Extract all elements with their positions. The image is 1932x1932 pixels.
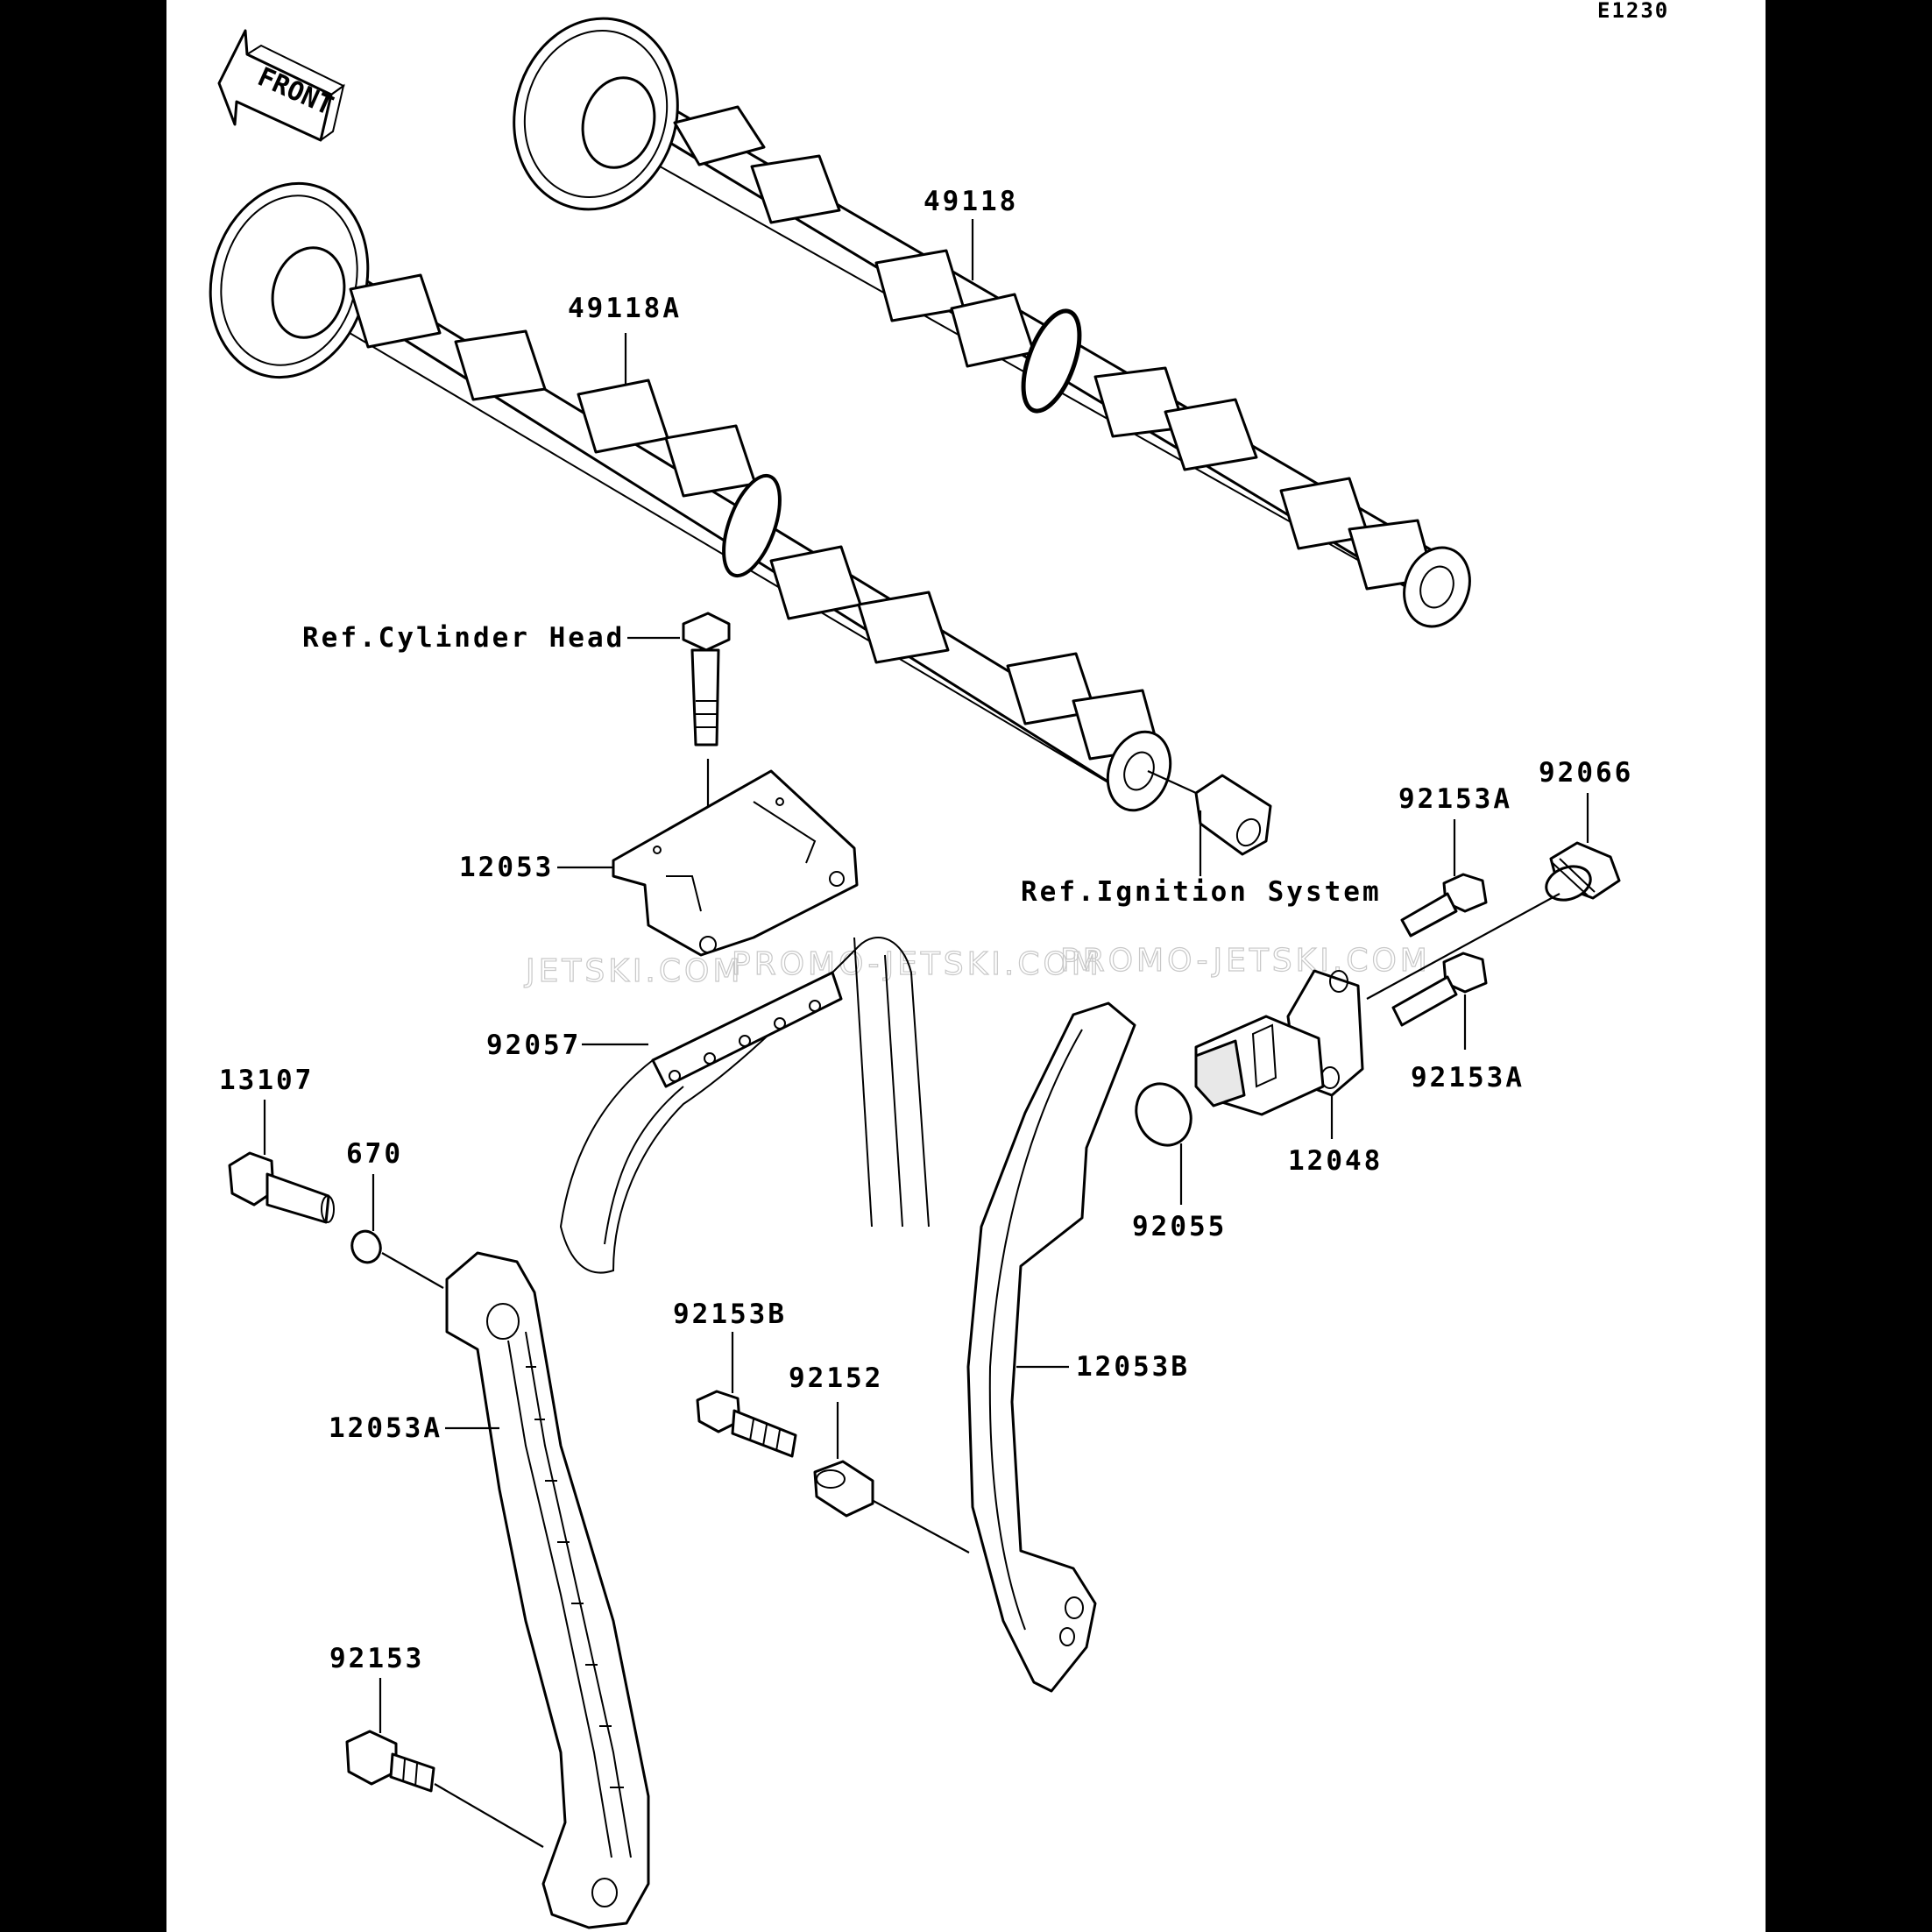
tensioner-bolt-upper-part xyxy=(1400,873,1488,938)
label-49118: 49118 xyxy=(924,186,1018,217)
guide-bolt-part xyxy=(345,1730,435,1793)
cam-sprocket-lower xyxy=(209,181,370,379)
chain-guide-right-part xyxy=(966,1001,1136,1693)
label-12048: 12048 xyxy=(1288,1145,1383,1177)
chain-tensioner-part xyxy=(1194,969,1364,1116)
tensioner-o-ring-part xyxy=(1135,1082,1192,1147)
label-92057: 92057 xyxy=(486,1030,581,1061)
watermark-1: JETSKI.COM xyxy=(524,953,743,989)
watermark-3: PROMO-JETSKI.COM xyxy=(1060,943,1431,979)
ignition-rotor-part xyxy=(1194,774,1272,856)
cam-sprocket-upper xyxy=(513,17,679,211)
camshaft-exhaust-part xyxy=(513,17,1471,628)
label-670: 670 xyxy=(346,1138,403,1170)
tensioner-cap-bolt-part xyxy=(1545,841,1621,902)
label-92153A-top: 92153A xyxy=(1398,783,1512,815)
guide-pin-part xyxy=(228,1151,335,1224)
label-13107: 13107 xyxy=(219,1065,314,1096)
pin-o-ring-part xyxy=(350,1229,382,1264)
label-92153A-bottom: 92153A xyxy=(1411,1062,1525,1093)
front-arrow-icon: FRONT xyxy=(217,29,345,142)
label-12053B: 12053B xyxy=(1076,1351,1190,1383)
guide-collar-part xyxy=(813,1460,874,1518)
label-92055: 92055 xyxy=(1132,1211,1227,1242)
label-ref-cylinder-head: Ref.Cylinder Head xyxy=(302,622,625,654)
camshaft-intake-part xyxy=(209,181,1172,812)
label-92066: 92066 xyxy=(1539,757,1633,789)
diagram-code: E1230 xyxy=(1597,0,1669,23)
label-92153: 92153 xyxy=(329,1643,424,1674)
chain-guide-upper-part xyxy=(612,769,859,957)
chain-guide-left-part xyxy=(445,1251,650,1929)
cam-chain-part xyxy=(559,937,930,1274)
label-92153B: 92153B xyxy=(673,1299,787,1330)
label-12053: 12053 xyxy=(459,852,554,883)
cylinder-head-bolt-part xyxy=(682,612,731,747)
watermark-2: PROMO-JETSKI.COM xyxy=(732,946,1102,982)
label-12053A: 12053A xyxy=(329,1412,442,1444)
tensioner-bolt-lower-part xyxy=(1391,952,1488,1027)
label-92152: 92152 xyxy=(789,1362,883,1394)
label-ref-ignition-system: Ref.Ignition System xyxy=(1021,876,1382,908)
label-49118A: 49118A xyxy=(568,293,682,324)
guide-bolt-b-part xyxy=(696,1390,797,1458)
